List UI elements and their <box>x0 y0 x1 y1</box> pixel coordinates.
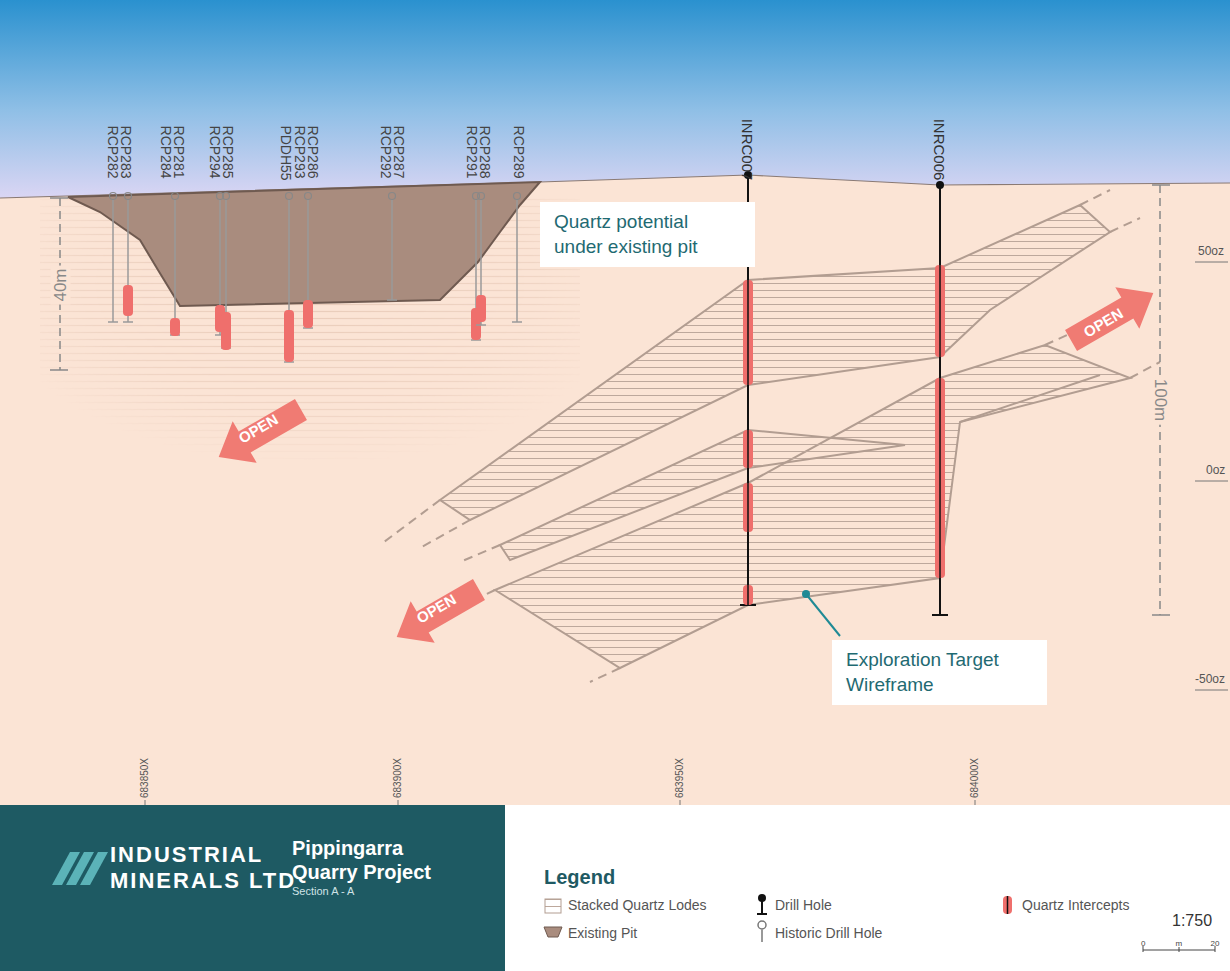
elevation-label: -50oz <box>1195 672 1225 686</box>
easting-label: 683850X <box>140 758 150 798</box>
drill-hole-label: RCP291 <box>465 125 479 178</box>
drill-hole-label: RCP288 <box>478 125 492 178</box>
legend-text: Historic Drill Hole <box>775 925 882 941</box>
callout-box: Exploration Target Wireframe <box>832 640 1047 705</box>
drill-hole-label: RCP294 <box>208 125 222 178</box>
drill-hole-label: RCP285 <box>221 125 235 178</box>
legend-text: Existing Pit <box>568 925 637 941</box>
drill-hole-label: RCP284 <box>159 125 173 178</box>
legend-heading: Legend <box>544 866 615 889</box>
easting-label: 683900X <box>393 758 403 798</box>
drill-hole-label: INRC006 <box>932 118 947 180</box>
drill-hole-label: RCP292 <box>379 125 393 178</box>
legend-text: Stacked Quartz Lodes <box>568 897 707 913</box>
axis-label: 40m <box>50 265 70 304</box>
legend-text: Quartz Intercepts <box>1022 897 1129 913</box>
elevation-label: 0oz <box>1206 463 1225 477</box>
drill-hole-label: RCP289 <box>512 125 526 178</box>
axis-label: 100m <box>1150 376 1170 425</box>
logo-text: MINERALS LTD <box>110 868 296 894</box>
callout-box: Quartz potential under existing pit <box>540 202 755 267</box>
scale-text: 1:750 <box>1172 912 1212 930</box>
callout-text: Quartz potential under existing pit <box>554 210 741 259</box>
drill-hole-label: RCP287 <box>392 125 406 178</box>
scale-tick-label: 20 <box>1211 939 1220 948</box>
easting-label: 683950X <box>675 758 685 798</box>
drill-hole-label: RCP282 <box>106 125 120 178</box>
legend-text: Drill Hole <box>775 897 832 913</box>
drill-hole-label: RCP286 <box>306 125 320 178</box>
drill-hole-label: RCP283 <box>119 125 133 178</box>
elevation-label: 50oz <box>1198 244 1224 258</box>
drill-hole-label: RCP293 <box>293 125 307 178</box>
project-title: Pippingarra Quarry Project <box>292 836 442 884</box>
scale-tick-label: m <box>1176 939 1183 948</box>
drill-hole-label: RCP281 <box>172 125 186 178</box>
scale-tick-label: 0 <box>1141 939 1145 948</box>
drill-hole-label: PDDH55 <box>278 125 292 180</box>
drill-hole-label: INRC007 <box>740 118 755 180</box>
callout-text: Exploration Target Wireframe <box>846 648 1033 697</box>
subtitle: Section A - A <box>292 885 354 897</box>
logo-text: INDUSTRIAL <box>110 842 263 868</box>
easting-label: 684000X <box>970 758 980 798</box>
